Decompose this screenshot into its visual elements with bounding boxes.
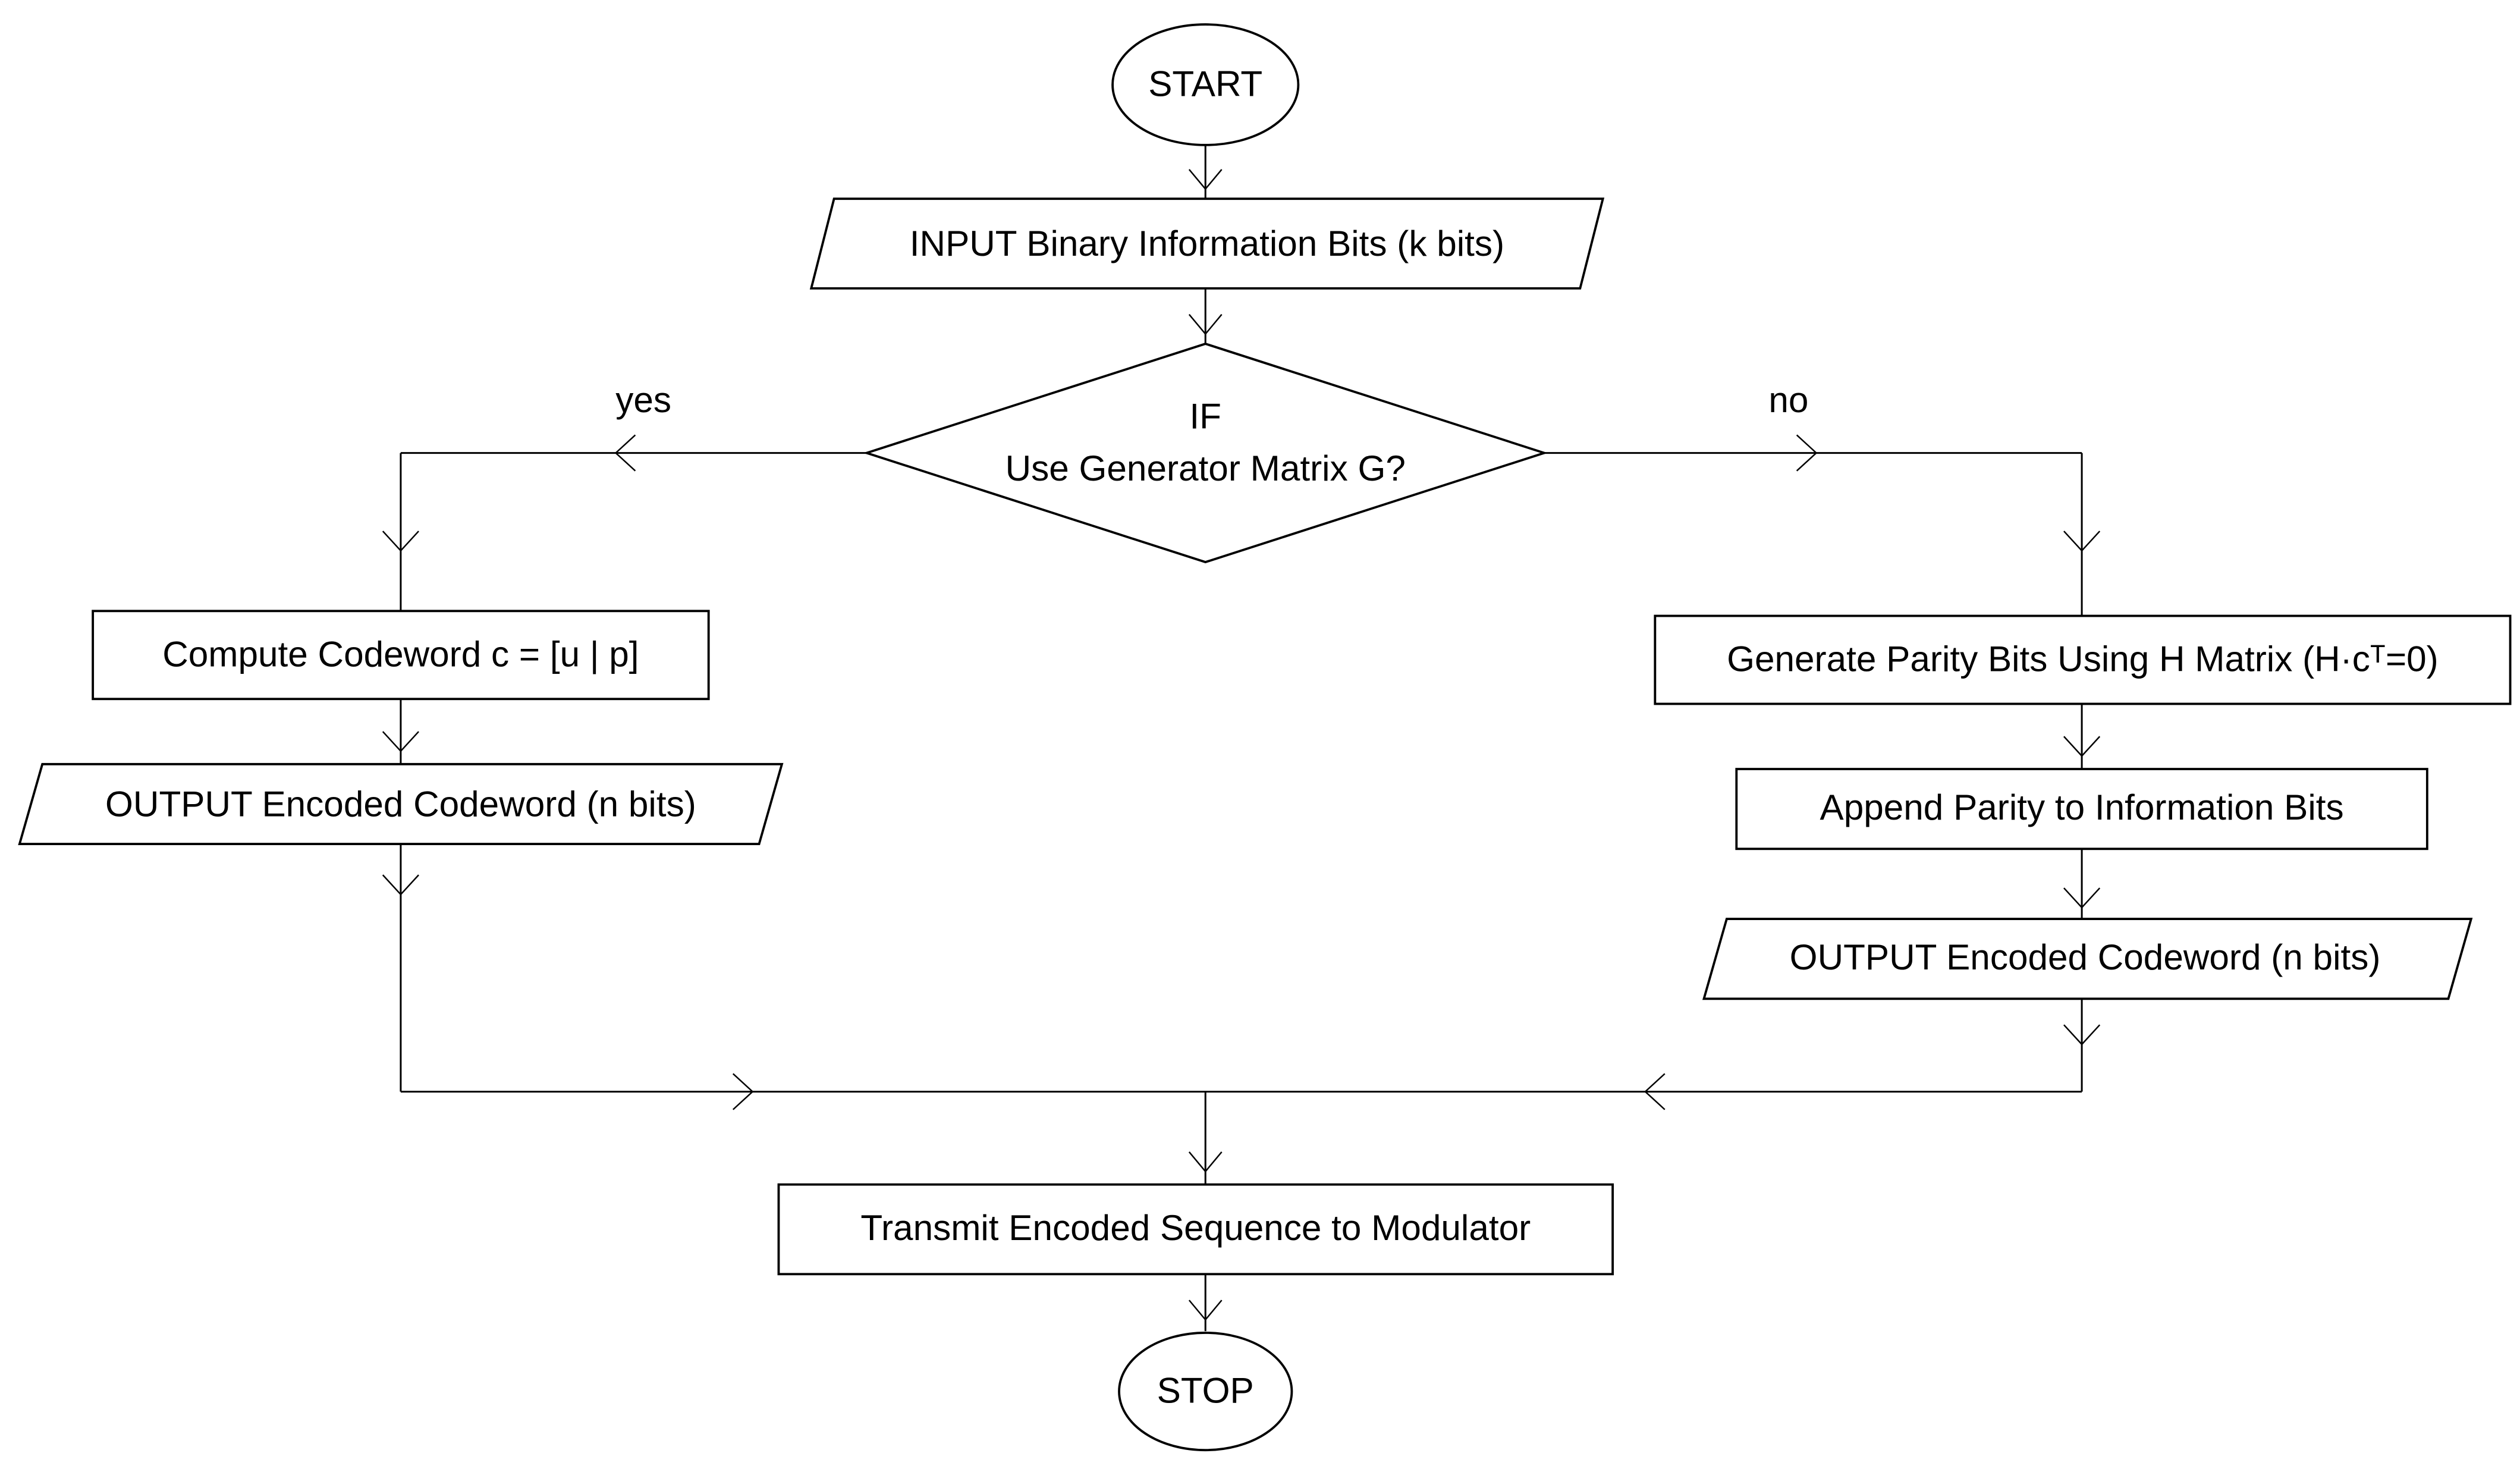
arrowhead-down-icon [382,531,419,552]
arrowhead-left-icon [1644,1073,1666,1110]
arrowhead-down-icon [2063,736,2101,757]
arrowhead-right-icon [732,1073,754,1110]
edge-label-yes: yes [615,380,672,421]
arrowhead-right-icon [1796,434,1818,472]
arrowhead-down-icon [1188,313,1223,335]
edge-label-no: no [1768,380,1809,421]
compute-node-label: Compute Codeword c = [u | p] [162,634,639,676]
output-right-node-shape [1702,918,2473,1000]
append-node-shape [1735,768,2428,850]
start-node-shape [1111,23,1300,146]
arrowhead-down-icon [2063,531,2101,552]
compute-node-shape [92,610,710,701]
input-node-shape [809,197,1605,290]
stop-node-shape [1118,1331,1293,1452]
start-node-label: START [1148,64,1263,105]
decision-node-label-line1: IF [1189,396,1222,438]
stop-node-label: STOP [1157,1370,1254,1412]
output-left-node-shape [18,762,784,845]
arrowhead-left-icon [614,434,636,472]
input-node-label: INPUT Binary Information Bits (k bits) [909,224,1505,265]
generate-node-shape [1654,614,2512,705]
decision-node-shape [863,343,1548,564]
transmit-node-shape [777,1183,1614,1276]
append-node-label: Append Parity to Information Bits [1820,787,2344,828]
generate-node-label: Generate Parity Bits Using H Matrix (H·c… [1727,639,2439,680]
output-right-node-label: OUTPUT Encoded Codeword (n bits) [1789,937,2381,978]
arrowhead-down-icon [382,731,419,752]
arrowhead-down-icon [1188,1151,1223,1173]
decision-node-label-line2: Use Generator Matrix G? [1005,448,1406,489]
arrowhead-down-icon [1188,1300,1223,1321]
arrowhead-down-icon [2063,1024,2101,1046]
arrowhead-down-icon [2063,887,2101,909]
output-left-node-label: OUTPUT Encoded Codeword (n bits) [105,784,696,826]
arrowhead-down-icon [1188,169,1223,190]
transmit-node-label: Transmit Encoded Sequence to Modulator [860,1207,1531,1249]
arrowhead-down-icon [382,874,419,896]
